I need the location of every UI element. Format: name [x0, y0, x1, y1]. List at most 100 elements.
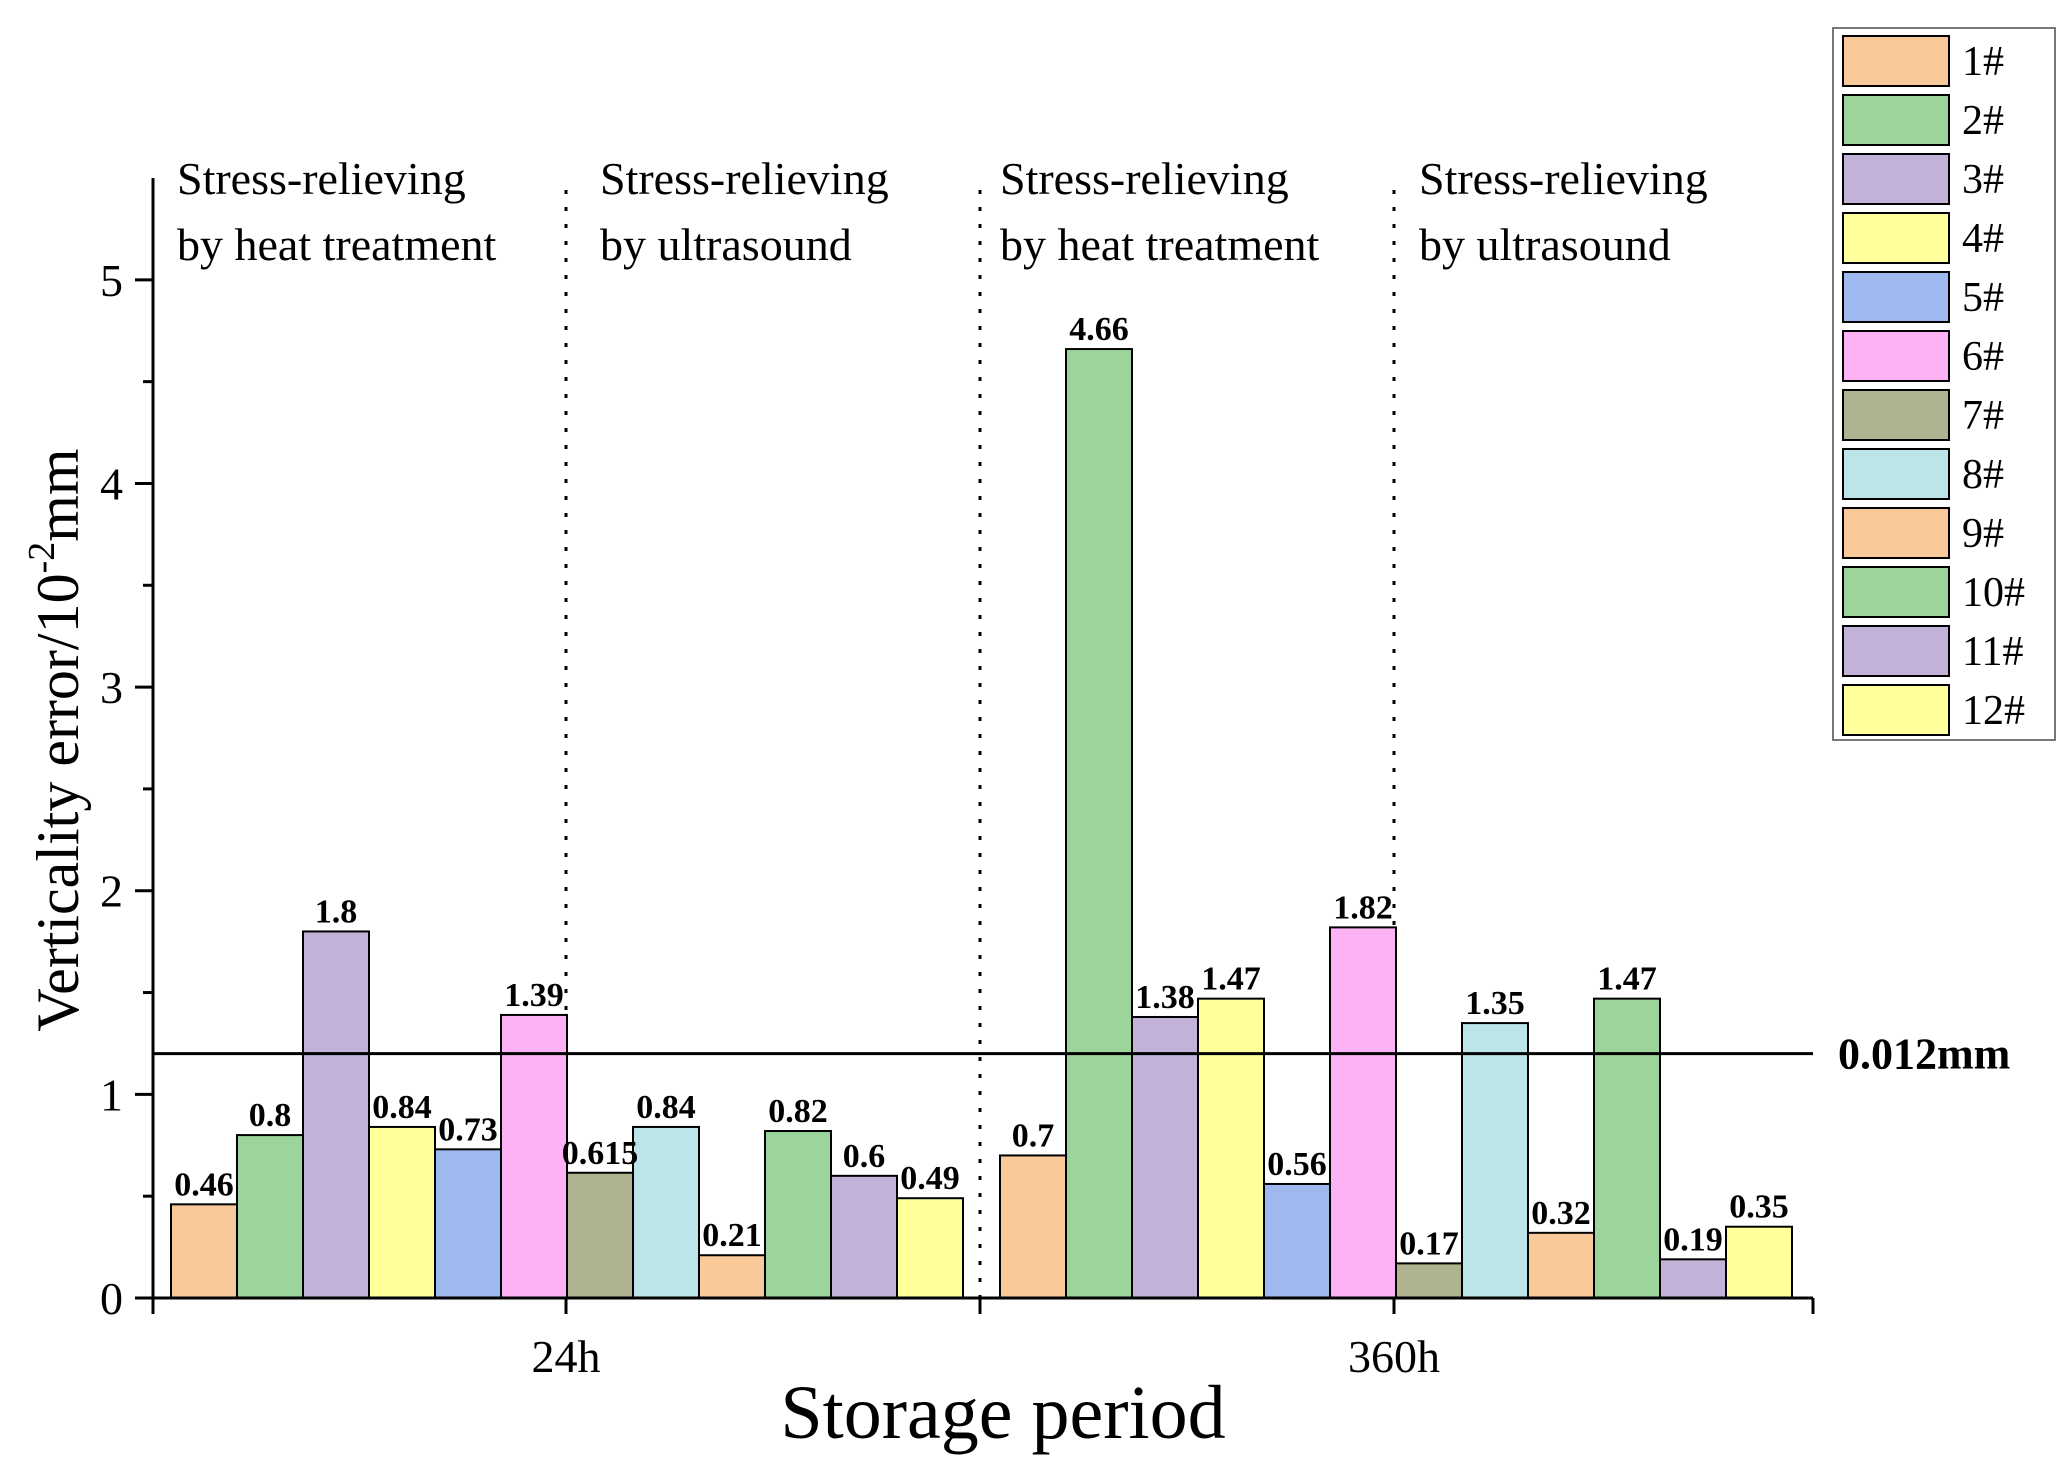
- legend-frame: [1832, 27, 2056, 741]
- bar-value-label: 0.82: [768, 1093, 828, 1130]
- bar-value-label: 0.7: [1012, 1117, 1055, 1154]
- legend-label: 6#: [1962, 334, 2004, 380]
- bar-value-label: 1.35: [1465, 985, 1525, 1022]
- bar: [1593, 997, 1661, 1299]
- bar: [999, 1154, 1067, 1300]
- bar-value-label: 0.35: [1729, 1189, 1789, 1226]
- bar-value-label: 1.47: [1201, 961, 1261, 998]
- value-labels: 0.46 0.7 0.8 4.66 1.8 1.38 0.84 1.47 0.73 0.56 1.3…: [174, 311, 1789, 1262]
- bar-value-label: 0.84: [372, 1089, 432, 1126]
- group-label-line1: Stress-relieving: [1000, 153, 1289, 204]
- bar: [1065, 348, 1133, 1299]
- group-labels: Stress-relieving by heat treatment Stress-…: [177, 153, 1708, 270]
- bars: [170, 348, 1793, 1300]
- bar: [170, 1203, 238, 1299]
- legend-swatch: [1842, 153, 1950, 205]
- legend-swatch: [1842, 35, 1950, 87]
- y-axis-label-superscript: -2: [21, 542, 63, 574]
- group-label-line2: by heat treatment: [1000, 219, 1320, 270]
- x-ticks: 24h 360h: [151, 1298, 1815, 1382]
- legend-label: 11#: [1962, 629, 2023, 675]
- reference-line-label: 0.012mm: [1838, 1030, 2010, 1079]
- bar: [500, 1013, 568, 1299]
- group-label-line2: by ultrasound: [600, 219, 852, 270]
- legend-label: 4#: [1962, 216, 2004, 262]
- legend-swatch: [1842, 684, 1950, 736]
- bar: [1461, 1022, 1529, 1299]
- bar: [1725, 1225, 1793, 1300]
- bar: [566, 1171, 634, 1300]
- bar-value-label: 0.8: [249, 1097, 292, 1134]
- bar: [632, 1125, 700, 1299]
- y-tick-label: 2: [100, 866, 123, 917]
- bar-value-label: 4.66: [1069, 311, 1129, 348]
- group-label-line1: Stress-relieving: [177, 153, 466, 204]
- bar: [896, 1197, 964, 1299]
- bar: [764, 1130, 832, 1299]
- bar: [698, 1254, 766, 1299]
- bar-value-label: 1.47: [1597, 961, 1657, 998]
- legend-label: 2#: [1962, 98, 2004, 144]
- x-axis-label: Storage period: [780, 1371, 1225, 1455]
- y-tick-label: 3: [100, 662, 123, 713]
- bar: [1263, 1182, 1331, 1299]
- bar-value-label: 0.56: [1267, 1146, 1327, 1183]
- bar: [1659, 1258, 1727, 1299]
- bar: [1131, 1015, 1199, 1299]
- y-axis-label-unit: mm: [25, 448, 91, 541]
- legend-swatch: [1842, 94, 1950, 146]
- bar: [302, 930, 370, 1299]
- legend-label: 7#: [1962, 393, 2004, 439]
- group-label-line1: Stress-relieving: [600, 153, 889, 204]
- y-tick-label: 0: [100, 1273, 123, 1324]
- bar-value-label: 1.38: [1135, 979, 1195, 1016]
- bar-value-label: 0.73: [438, 1111, 498, 1148]
- bar-value-label: 1.82: [1333, 889, 1393, 926]
- legend-swatch: [1842, 212, 1950, 264]
- legend-label: 5#: [1962, 275, 2004, 321]
- x-tick-label: 24h: [532, 1331, 601, 1382]
- y-tick-label: 5: [100, 255, 123, 306]
- bar-value-label: 0.19: [1663, 1221, 1723, 1258]
- legend-swatch: [1842, 507, 1950, 559]
- group-label-line1: Stress-relieving: [1419, 153, 1708, 204]
- legend-swatch: [1842, 625, 1950, 677]
- bar-value-label: 0.615: [562, 1135, 639, 1172]
- bar: [1329, 926, 1397, 1300]
- axes: 0 1 2 3 4 5 24h 360h: [100, 178, 1815, 1382]
- legend-swatch: [1842, 389, 1950, 441]
- legend-swatch: [1842, 448, 1950, 500]
- bar: [1197, 997, 1265, 1299]
- bar: [434, 1148, 502, 1299]
- legend-label: 9#: [1962, 511, 2004, 557]
- bar-value-label: 0.32: [1531, 1195, 1591, 1232]
- bar-value-label: 0.17: [1399, 1225, 1459, 1262]
- legend-label: 3#: [1962, 157, 2004, 203]
- group-label-line2: by ultrasound: [1419, 219, 1671, 270]
- legend-label: 1#: [1962, 39, 2004, 85]
- bar-value-label: 0.49: [900, 1160, 960, 1197]
- y-ticks: 0 1 2 3 4 5: [100, 255, 153, 1324]
- y-tick-label: 1: [100, 1069, 123, 1120]
- bar-value-label: 0.21: [702, 1217, 762, 1254]
- bar-value-label: 0.46: [174, 1166, 234, 1203]
- bar-value-label: 0.84: [636, 1089, 696, 1126]
- y-axis-label-main: Verticality error/10: [25, 573, 91, 1031]
- bar: [1527, 1231, 1595, 1299]
- bar-value-label: 1.8: [315, 893, 358, 930]
- legend-label: 8#: [1962, 452, 2004, 498]
- legend: 1#2#3#4#5#6#7#8#9#10#11#12#: [1832, 27, 2056, 741]
- group-label-line2: by heat treatment: [177, 219, 497, 270]
- legend-label: 12#: [1962, 688, 2025, 734]
- x-tick-label: 360h: [1348, 1331, 1440, 1382]
- legend-swatch: [1842, 271, 1950, 323]
- bar: [368, 1125, 436, 1299]
- legend-swatch: [1842, 330, 1950, 382]
- legend-items: 1#2#3#4#5#6#7#8#9#10#11#12#: [1842, 35, 2025, 736]
- bar: [830, 1174, 898, 1300]
- bar-value-label: 1.39: [504, 977, 564, 1014]
- legend-swatch: [1842, 566, 1950, 618]
- y-axis-label: Verticality error/10-2mm: [21, 448, 91, 1031]
- y-tick-label: 4: [100, 458, 123, 509]
